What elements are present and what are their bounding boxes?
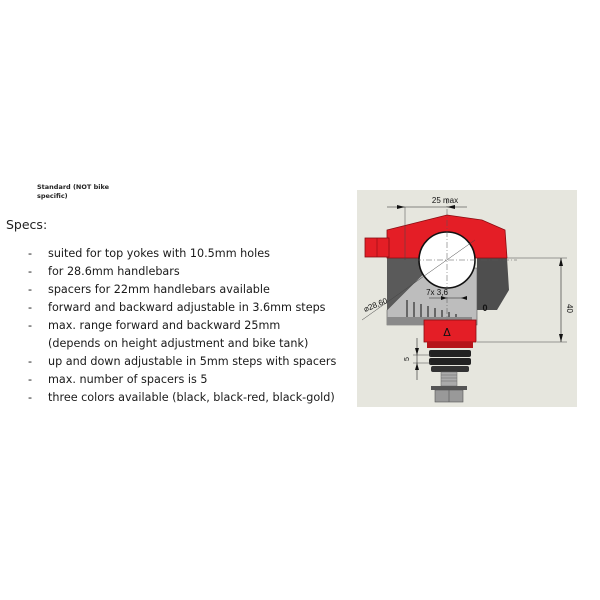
spec-text: three colors available (black, black-red…	[48, 391, 335, 404]
dim-spacer-label: 5	[404, 357, 411, 361]
spec-text: up and down adjustable in 5mm steps with…	[48, 355, 337, 368]
bullet-dash: -	[28, 319, 33, 332]
dim-steps-label: 7x 3,6	[426, 288, 448, 297]
clamp-drawing-svg: Δ 25 max ⌀28,60 7x 3,6 0 40	[361, 196, 574, 403]
bullet-dash: -	[28, 355, 33, 368]
bullet-dash: -	[28, 391, 33, 404]
spec-text: (depends on height adjustment and bike t…	[48, 337, 309, 350]
spec-text: spacers for 22mm handlebars available	[48, 283, 270, 296]
bullet-dash: -	[28, 283, 33, 296]
product-subtitle: Standard (NOT bike specific)	[37, 183, 110, 200]
dim-zero-label: 0	[482, 303, 487, 313]
dim-top-label: 25 max	[432, 196, 458, 205]
spec-text: max. range forward and backward 25mm	[48, 319, 281, 332]
bullet-dash: -	[28, 265, 33, 278]
delta-marker: Δ	[443, 326, 451, 339]
bullet-dash: -	[28, 301, 33, 314]
specs-heading: Specs:	[6, 217, 48, 232]
technical-drawing: Δ 25 max ⌀28,60 7x 3,6 0 40	[357, 190, 577, 407]
dim-diameter-label: ⌀28,60	[362, 296, 389, 314]
bullet-dash: -	[28, 373, 33, 386]
spec-text: forward and backward adjustable in 3.6mm…	[48, 301, 326, 314]
body-right-dark	[477, 258, 509, 310]
diameter-leader	[361, 239, 476, 321]
spacer	[429, 350, 471, 357]
spec-text: max. number of spacers is 5	[48, 373, 208, 386]
washer	[431, 386, 467, 390]
spec-text: for 28.6mm handlebars	[48, 265, 180, 278]
clamp-base-lip	[427, 342, 473, 348]
spacer	[429, 358, 471, 365]
bolt-thread	[440, 371, 458, 387]
bullet-dash: -	[28, 247, 33, 260]
scale-ticks	[406, 300, 457, 317]
spec-text: suited for top yokes with 10.5mm holes	[48, 247, 270, 260]
dim-height-label: 40	[565, 304, 574, 313]
spacer	[431, 366, 469, 372]
